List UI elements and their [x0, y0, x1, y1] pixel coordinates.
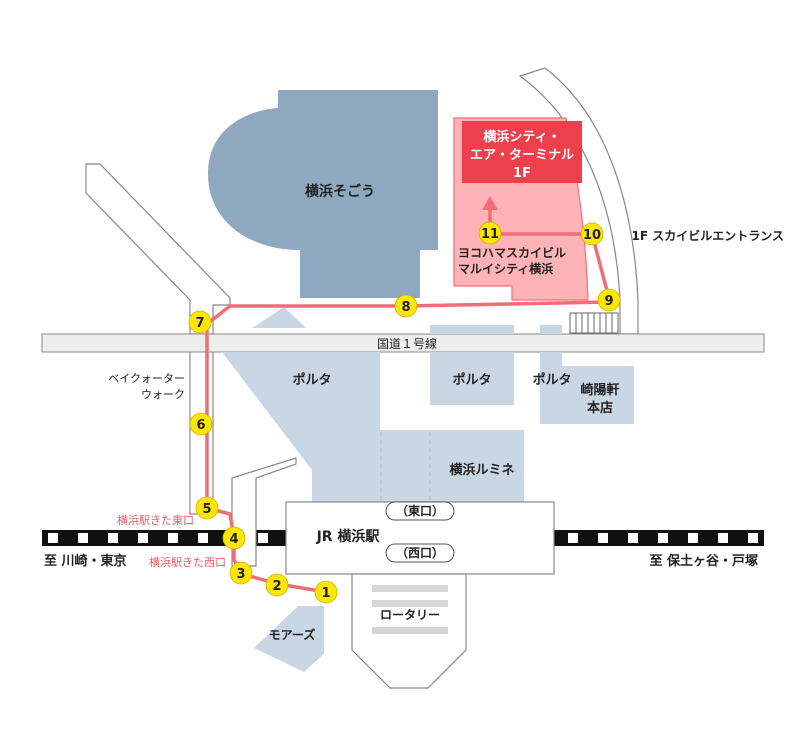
skybuilding-label-line2: マルイシティ横浜 [458, 261, 553, 276]
kiyoken-label-line2: 本店 [587, 400, 613, 416]
marker-4: 4 [222, 526, 246, 550]
west-exit-box [385, 543, 455, 563]
mores-building [254, 606, 324, 672]
porta-building-2 [430, 352, 514, 405]
stairs-icon [569, 312, 619, 334]
marker-1: 1 [314, 580, 338, 604]
porta-label-2: ポルタ [452, 372, 491, 388]
marker-9: 9 [597, 288, 621, 312]
west-exit-walkway [231, 457, 297, 567]
skybuilding-label-line1: ヨコハマスカイビル [458, 245, 566, 260]
marker-2: 2 [265, 573, 289, 597]
svg-text:8: 8 [401, 300, 410, 315]
marker-7: 7 [188, 310, 212, 334]
bay-quarter-walkway [85, 163, 231, 335]
svg-text:9: 9 [604, 294, 613, 309]
east-exit-box [385, 501, 455, 521]
svg-text:6: 6 [196, 418, 205, 433]
route-arrow-icon [482, 196, 498, 210]
jr-station-label: JR 横浜駅 [316, 528, 381, 545]
svg-text:7: 7 [195, 316, 204, 331]
east-exit-label: （東口） [396, 503, 444, 518]
to-kawasaki-label: 至 川崎・東京 [44, 553, 127, 569]
svg-text:11: 11 [481, 227, 499, 242]
marker-6: 6 [189, 412, 213, 436]
marker-5: 5 [195, 496, 219, 520]
svg-text:10: 10 [583, 228, 601, 243]
rotary-label: ロータリー [380, 608, 440, 622]
rotary-stripes [372, 585, 448, 634]
air-terminal-label-line1: 横浜シティ・ [483, 129, 560, 145]
marker-11: 11 [478, 221, 502, 245]
sky-entrance-label: 1F スカイビルエントランス [632, 228, 785, 243]
svg-text:1: 1 [321, 586, 330, 601]
sogo-label: 横浜そごう [305, 183, 375, 200]
porta-building-top-block-2 [540, 325, 562, 334]
bay-quarter-label-line2: ウォーク [141, 388, 185, 401]
air-terminal-label-line3: 1F [513, 166, 531, 181]
svg-text:2: 2 [272, 579, 281, 594]
porta-label-3: ポルタ [532, 372, 571, 388]
marker-8: 8 [394, 294, 418, 318]
svg-text:3: 3 [236, 567, 245, 582]
porta-building-3 [540, 352, 562, 424]
marker-3: 3 [229, 561, 253, 585]
route1-label: 国道１号線 [377, 336, 437, 351]
svg-text:5: 5 [202, 502, 211, 517]
east-exit-north-label: 横浜駅きた東口 [117, 513, 194, 527]
bay-quarter-label-line1: ベイクォーター [108, 372, 185, 385]
svg-text:4: 4 [229, 532, 238, 547]
route1-road [41, 333, 765, 353]
marker-10: 10 [580, 222, 604, 246]
step-markers: 1 2 3 4 5 6 7 8 [188, 221, 621, 604]
air-terminal-header [462, 121, 582, 183]
west-exit-north-label: 横浜駅きた西口 [149, 555, 226, 569]
sogo-building [208, 90, 438, 298]
porta-building-top-block [430, 325, 514, 334]
air-terminal-label-line2: エア・ターミナル [470, 148, 574, 163]
mores-label: モアーズ [269, 627, 316, 642]
porta-label-1: ポルタ [292, 372, 331, 388]
kiyoken-building [562, 366, 634, 424]
kiyoken-label-line1: 崎陽軒 [580, 382, 619, 398]
to-hodogaya-label: 至 保土ヶ谷・戸塚 [649, 553, 758, 569]
west-exit-label: （西口） [396, 545, 444, 560]
lumine-label: 横浜ルミネ [449, 462, 514, 478]
